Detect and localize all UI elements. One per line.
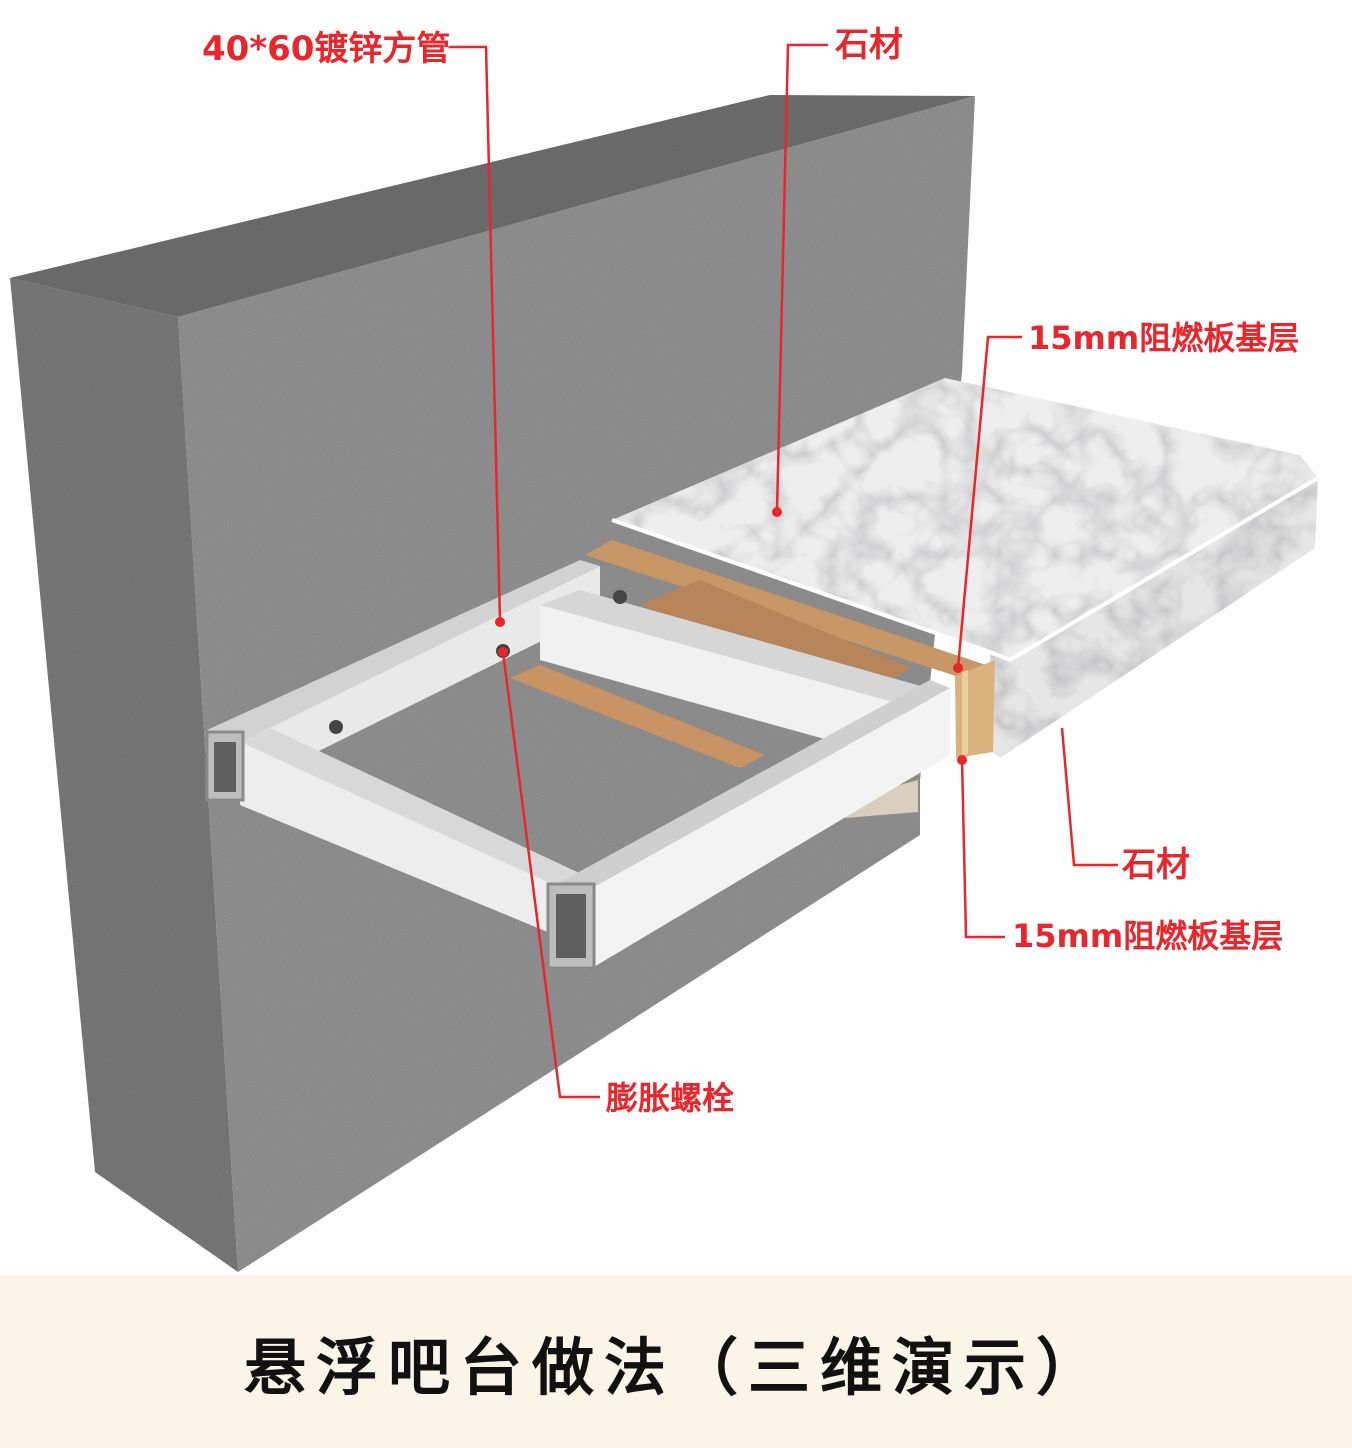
label-stone-top: 石材 [835,25,903,65]
caption-bar: 悬浮吧台做法（三维演示） [0,1275,1352,1448]
label-galvanized-tube: 40*60镀锌方管 [202,29,451,69]
label-board-top: 15mm阻燃板基层 [1028,319,1300,357]
leader-board-front [960,759,1005,939]
label-bolt: 膨胀螺栓 [606,1079,735,1117]
bar-counter-3d-diagram [10,43,1320,1272]
leader-galvanized-tube [448,45,502,623]
board-top-strip [585,540,995,680]
marble-top-face [612,378,1318,660]
bolt-head [613,590,627,604]
label-stone-front: 石材 [1122,845,1190,885]
frame-back-rail-face [240,566,600,790]
steel-frame [205,560,950,970]
leader-stone-front [1060,727,1118,867]
leader-board-top [956,335,1022,669]
leader-dots [495,507,967,765]
leader-lines [448,43,1118,1099]
frame-left-arm-face [240,742,555,935]
bolt-head [329,720,343,734]
frame-left-arm-top [240,728,590,885]
wall-left-face [10,278,238,1272]
leader-stone-top [775,43,828,513]
board-inner [640,580,912,690]
marble-front-face [990,478,1318,758]
marble-slab [611,378,1320,758]
frame-front-rail-face [592,688,950,968]
fire-retardant-board [510,540,995,768]
caption-title: 悬浮吧台做法（三维演示） [243,1330,1108,1404]
under-board [845,780,918,818]
leader-bolt [501,651,600,1099]
label-board-front: 15mm阻燃板基层 [1012,917,1284,955]
wall-top-face [10,95,975,317]
frame-back-rail-top [207,560,600,742]
board-end [955,660,995,758]
frame-front-rail-top [555,680,950,888]
wood-crossbar [510,665,765,768]
frame-inner-arm-face [540,605,905,760]
board-end-edge [962,670,968,756]
frame-inner-arm [540,590,935,705]
